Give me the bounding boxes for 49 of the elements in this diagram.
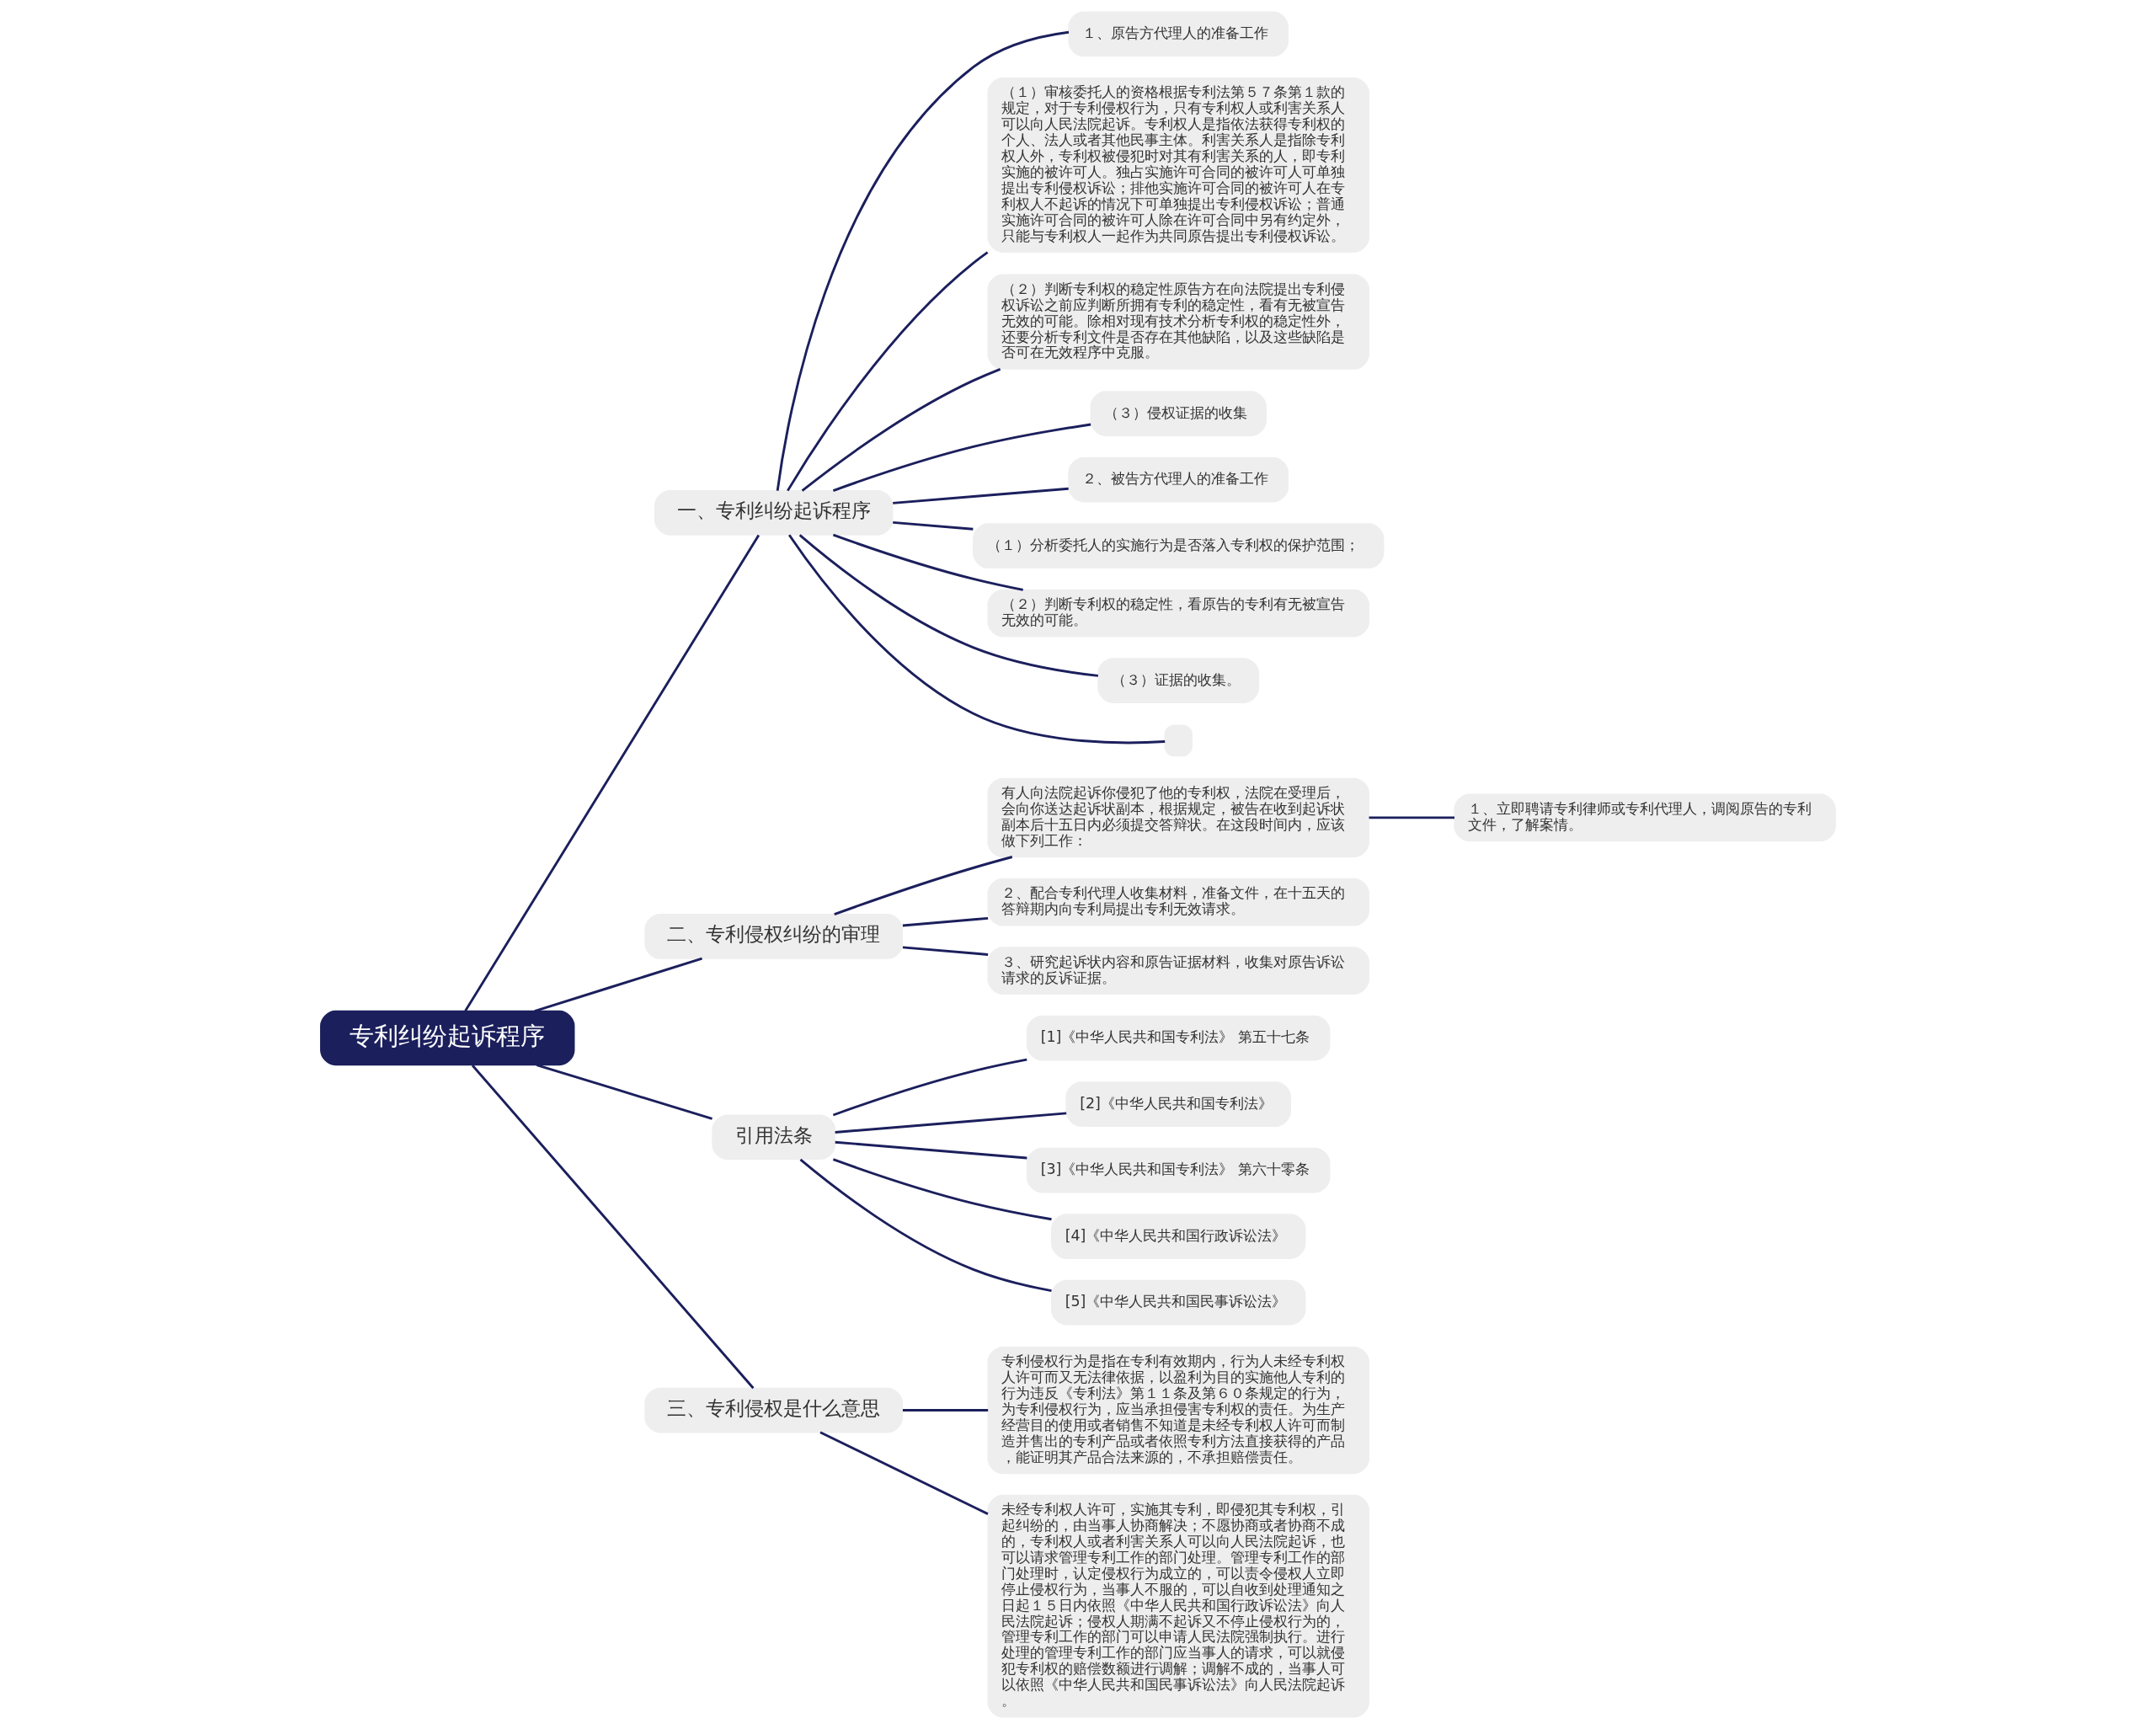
connector xyxy=(776,30,1070,491)
connector xyxy=(832,1158,1052,1221)
node-box: 引用法条 xyxy=(712,1114,836,1161)
node-box: （３）证据的收集。 xyxy=(1097,658,1260,703)
connector xyxy=(832,533,1024,591)
node-box: １、原告方代理人的准备工作 xyxy=(1068,11,1289,57)
node-box: （１）审核委托人的资格根据专利法第５７条第１款的规定，对于专利侵权行为，只有专利权人或利害关系人可以向人民法院起诉。专利权人是指依法获得专利权的个人、法人或者其他民事主体。利害关系人是指除专利权人外，专利权被侵犯时对其有利害关系的人，即专利实施的被许可人。独占实施许可合同的被许可人可单独提出专利侵权诉讼；排他实施许可合同的被许可人在专利权人不起诉的情况下可单独提出专利侵权诉讼；普通实施许可合同的被许可人除在许可合同中另有约定外，只能与专利权人一起作为共同原告提出专利侵权诉讼。 xyxy=(987,77,1369,253)
connector xyxy=(832,423,1091,492)
node-box: 有人向法院起诉你侵犯了他的专利权，法院在受理后，会向你送达起诉状副本，根据规定，被告在收到起诉状副本后十五日内必须提交答辩状。在这段时间内，应该做下列工作： xyxy=(987,777,1369,858)
node-box: [4]《中华人民共和国行政诉讼法》 xyxy=(1051,1214,1306,1259)
node-box: ３、研究起诉状内容和原告证据材料，收集对原告诉讼请求的反诉证据。 xyxy=(987,947,1369,995)
node-box: [2]《中华人民共和国专利法》 xyxy=(1065,1081,1291,1127)
connector xyxy=(787,534,1166,744)
connector xyxy=(835,1112,1067,1134)
node-box: ２、被告方代理人的准备工作 xyxy=(1068,456,1289,503)
node-box: 专利纠纷起诉程序 xyxy=(320,1010,575,1066)
connector xyxy=(536,1064,712,1120)
connector xyxy=(1369,816,1455,819)
connector xyxy=(834,856,1013,915)
connector xyxy=(902,1409,989,1411)
node-box: （３）侵权证据的收集 xyxy=(1090,391,1267,437)
node-box: （２）判断专利权的稳定性原告方在向法院提出专利侵权诉讼之前应判断所拥有专利的稳定性，看有无被宣告无效的可能。除相对现有技术分析专利权的稳定性外，还要分析专利文件是否存在其他缺陷，以及这些缺陷是否可在无效程序中克服。 xyxy=(987,274,1369,370)
node-box: （２）判断专利权的稳定性，看原告的专利有无被宣告无效的可能。 xyxy=(987,589,1369,638)
connector xyxy=(835,1140,1027,1160)
node-box: （１）分析委托人的实施行为是否落入专利权的保护范围； xyxy=(972,523,1385,569)
node-box: [1]《中华人民共和国专利法》 第五十七条 xyxy=(1026,1015,1331,1061)
connector xyxy=(471,1065,755,1390)
connector xyxy=(902,946,989,956)
node-box: 未经专利权人许可，实施其专利，即侵犯其专利权，引起纠纷的，由当事人协商解决；不愿协商或者协商不成的，专利权人或者利害关系人可以向人民法院起诉，也可以请求管理专利工作的部门处理。管理专利工作的部门处理时，认定侵权行为成立的，可以责令侵权人立即停止侵权行为，当事人不服的，可以自收到处理通知之日起１５日内依照《中华人民共和国行政诉讼法》向人民法院起诉；侵权人期满不起诉又不停止侵权行为的，管理专利工作的部门可以申请人民法院强制执行。进行处理的管理专利工作的部门应当事人的请求，可以就侵犯专利权的赔偿数额进行调解；调解不成的，当事人可以依照《中华人民共和国民事诉讼法》向人民法院起诉。 xyxy=(987,1494,1369,1718)
node-box: ２、配合专利代理人收集材料，准备文件，在十五天的答辩期内向专利局提出专利无效请求。 xyxy=(987,878,1369,926)
connector xyxy=(801,367,1001,492)
connector xyxy=(799,1158,1052,1293)
connector xyxy=(464,534,760,1012)
connector xyxy=(819,1431,989,1515)
node-box xyxy=(1164,724,1193,757)
connector xyxy=(893,487,1069,504)
node-box: 专利侵权行为是指在专利有效期内，行为人未经专利权人许可而又无法律依据，以盈利为目的实施他人专利的行为违反《专利法》第１１条及第６０条规定的行为，为专利侵权行为，应当承担侵害专利权的责任。为生产经营目的使用或者销售不知道是未经专利权人许可而制造并售出的专利产品或者依照专利方法直接获得的产品，能证明其产品合法来源的，不承担赔偿责任。 xyxy=(987,1346,1369,1475)
connector xyxy=(893,520,974,531)
node-box: 一、专利纠纷起诉程序 xyxy=(654,490,894,536)
node-box: [3]《中华人民共和国专利法》 第六十零条 xyxy=(1026,1147,1331,1193)
node-box: [5]《中华人民共和国民事诉讼法》 xyxy=(1051,1279,1306,1326)
connector xyxy=(832,1058,1027,1117)
node-box: 三、专利侵权是什么意思 xyxy=(644,1387,904,1433)
node-box: １、立即聘请专利律师或专利代理人，调阅原告的专利文件，了解案情。 xyxy=(1454,793,1836,842)
connector xyxy=(902,916,989,927)
connector xyxy=(798,534,1098,677)
node-box: 二、专利侵权纠纷的审理 xyxy=(644,914,904,959)
connector xyxy=(787,251,989,492)
connector xyxy=(534,957,702,1012)
